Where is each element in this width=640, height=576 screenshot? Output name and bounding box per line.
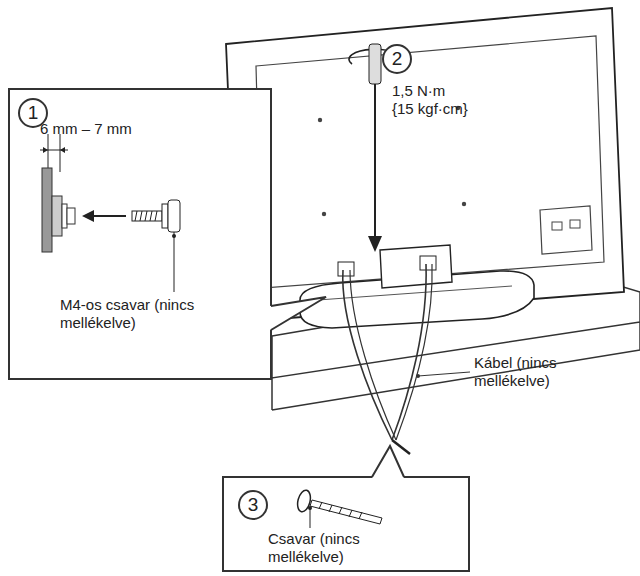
callout-tail bbox=[271, 297, 326, 330]
cable bbox=[396, 264, 432, 440]
connector bbox=[552, 222, 562, 230]
tv-back-panel bbox=[256, 36, 604, 288]
screw-washer bbox=[162, 204, 168, 228]
insert-arrowhead bbox=[82, 210, 94, 222]
callout-number: 2 bbox=[382, 44, 412, 74]
down-arrow bbox=[368, 236, 382, 252]
dimension-line bbox=[48, 134, 49, 172]
bolt-head bbox=[67, 208, 75, 224]
leader-line bbox=[174, 232, 175, 292]
screw-thread bbox=[132, 211, 162, 221]
screw-head bbox=[168, 200, 180, 232]
callout-box: Csavar (nincs mellékelve) 3 bbox=[222, 476, 470, 572]
dimension-line bbox=[40, 150, 68, 151]
table-top bbox=[272, 280, 640, 378]
bracket bbox=[338, 262, 354, 276]
tv-back bbox=[226, 8, 624, 322]
leader-line bbox=[418, 372, 470, 376]
connector-panel bbox=[540, 206, 592, 254]
screw-head bbox=[296, 489, 313, 513]
leader-dot bbox=[416, 374, 420, 378]
bracket-section bbox=[52, 196, 62, 236]
stand-edge bbox=[318, 286, 512, 300]
bracket bbox=[420, 256, 436, 270]
dimension-text: 6 mm – 7 mm bbox=[40, 120, 180, 138]
cable bbox=[343, 270, 392, 440]
callout-number-text: 3 bbox=[248, 495, 259, 515]
anchor-screw bbox=[392, 440, 410, 454]
leader-dot bbox=[308, 506, 312, 510]
callout-number: 1 bbox=[18, 98, 48, 128]
cable bbox=[392, 264, 426, 440]
callout-tail-fill bbox=[270, 297, 326, 330]
stand-neck bbox=[380, 245, 452, 288]
cable bbox=[350, 270, 396, 440]
screw-thread bbox=[310, 500, 382, 524]
stand-plate bbox=[42, 168, 52, 252]
leader-line bbox=[310, 508, 311, 528]
thread-hatch bbox=[135, 211, 157, 221]
callout-number: 3 bbox=[238, 490, 268, 520]
dimension-arrow bbox=[43, 147, 65, 153]
dimension-line bbox=[60, 134, 61, 172]
table-front bbox=[272, 322, 640, 410]
thread-hatch bbox=[319, 502, 362, 519]
part-name: Kábel (nincs mellékelve) bbox=[474, 354, 564, 390]
callout-number-text: 2 bbox=[392, 49, 403, 69]
callout-tail bbox=[372, 446, 404, 477]
tv-stand bbox=[300, 271, 534, 328]
callout-tail-fill bbox=[372, 446, 404, 478]
leader-dot bbox=[172, 234, 176, 238]
callout-number-text: 1 bbox=[28, 103, 39, 123]
mount-hole bbox=[322, 212, 326, 216]
callout-box: 6 mm – 7 mm M4-os csavar (nincs mellékelv… bbox=[8, 88, 272, 380]
mount-hole bbox=[462, 202, 466, 206]
part-name: M4-os csavar (nincs mellékelve) bbox=[60, 296, 210, 332]
part-name: Csavar (nincs mellékelve) bbox=[268, 530, 388, 566]
screwdriver-handle bbox=[369, 44, 381, 84]
screwdriver-shaft bbox=[374, 84, 376, 236]
connector bbox=[570, 220, 580, 228]
washer bbox=[62, 204, 67, 228]
insert-arrow bbox=[90, 215, 126, 217]
torque-value: 1,5 N·m bbox=[392, 82, 512, 100]
torque-value: {15 kgf·cm} bbox=[392, 100, 512, 118]
mount-hole bbox=[318, 118, 322, 122]
